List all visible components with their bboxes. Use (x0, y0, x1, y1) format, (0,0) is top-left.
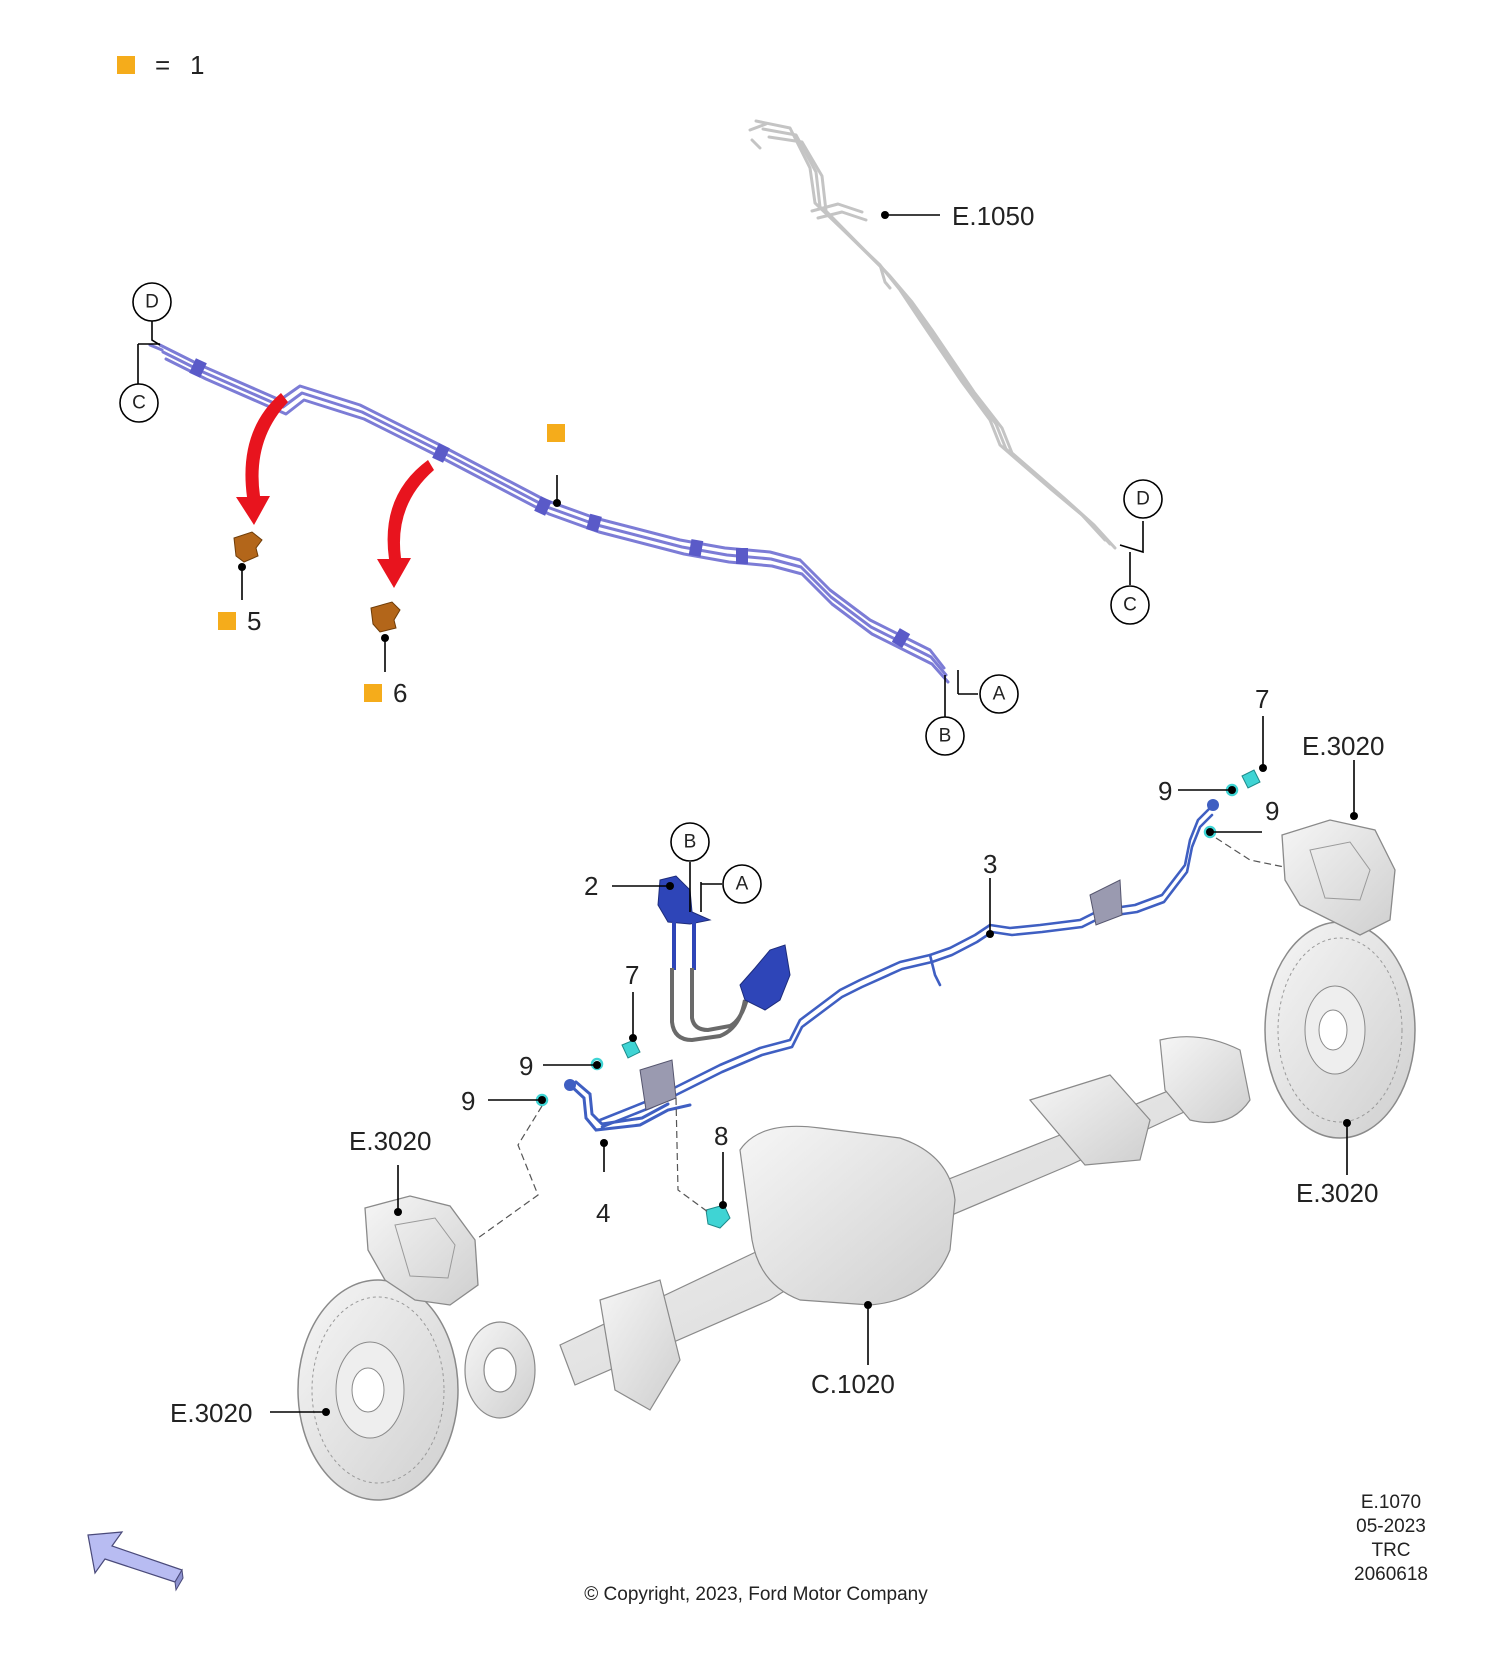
callout-6: 6 (393, 678, 407, 708)
callout-5: 5 (247, 606, 261, 636)
connector-c-upper-left: C (132, 393, 146, 414)
callout-7-lower: 7 (625, 960, 639, 990)
connector-c-right: C (1123, 595, 1137, 616)
connector-d-right: D (1136, 489, 1150, 510)
legend-equals: = (155, 50, 170, 80)
connector-markers: D C A B D C B A (119, 282, 1163, 912)
callout-9-c: 9 (519, 1051, 533, 1081)
callout-9-d: 9 (461, 1086, 475, 1116)
callout-9-a: 9 (1158, 776, 1172, 806)
legend-value: 1 (190, 50, 204, 80)
callout-9-b: 9 (1265, 796, 1279, 826)
red-arrow-icon (236, 393, 434, 588)
callout-e1050: E.1050 (952, 201, 1034, 231)
bolt-8 (705, 1204, 731, 1229)
callout-3: 3 (983, 849, 997, 879)
copyright: © Copyright, 2023, Ford Motor Company (584, 1584, 928, 1605)
orange-square-icon (547, 424, 565, 442)
legend: = 1 (117, 50, 204, 80)
rear-brake-hose-4 (569, 1080, 692, 1132)
diagram-code: E.1070 (1361, 1492, 1421, 1513)
callout-8: 8 (714, 1121, 728, 1151)
orange-square-icon (364, 684, 382, 702)
brake-caliper-left (364, 1195, 479, 1306)
clip-6 (370, 601, 401, 633)
callout-2: 2 (584, 871, 598, 901)
callout-e3020-rotor-right: E.3020 (1296, 1178, 1378, 1208)
brake-caliper-right (1281, 819, 1396, 936)
leader-lines (238, 211, 1358, 1416)
bolt-7-upper (1241, 769, 1261, 789)
brake-rotor-left (297, 1279, 459, 1501)
clip-5 (233, 531, 263, 563)
footer: © Copyright, 2023, Ford Motor Company E.… (584, 1492, 1428, 1605)
brake-rotor-right (1264, 921, 1416, 1139)
existing-brake-lines (748, 119, 1117, 550)
bracket-2 (657, 875, 791, 1043)
connector-b-lower: B (684, 832, 697, 853)
callout-labels: E.1050 5 6 2 3 4 7 7 9 9 9 9 8 E.3020 E.… (170, 201, 1384, 1428)
diagram-team: TRC (1371, 1540, 1410, 1561)
fasteners (535, 769, 1261, 1229)
front-brake-line (148, 343, 950, 684)
callout-e3020-caliper-left: E.3020 (349, 1126, 431, 1156)
rear-line-brackets (639, 879, 1123, 1111)
orange-square-icon (218, 612, 236, 630)
connector-b-upper: B (939, 726, 952, 747)
rear-brake-line-3 (598, 806, 1214, 1129)
callout-7-upper: 7 (1255, 684, 1269, 714)
callout-4: 4 (596, 1198, 610, 1228)
callout-c1020: C.1020 (811, 1369, 895, 1399)
front-line-clips (189, 358, 911, 648)
connector-d-upper-left: D (145, 292, 159, 313)
callout-e3020-rotor-left: E.3020 (170, 1398, 252, 1428)
connector-a-lower: A (736, 874, 749, 895)
banjo-right (1207, 799, 1219, 811)
banjo-left (564, 1079, 576, 1091)
view-direction-arrow-icon (87, 1531, 184, 1592)
diagram-number: 2060618 (1354, 1564, 1428, 1585)
connector-a-upper: A (993, 684, 1006, 705)
callout-e3020-caliper-right: E.3020 (1302, 731, 1384, 761)
rear-axle-assembly (464, 1036, 1251, 1419)
diagram-date: 05-2023 (1356, 1516, 1426, 1537)
orange-square-icon (117, 56, 135, 74)
bolt-7-lower (621, 1039, 641, 1059)
